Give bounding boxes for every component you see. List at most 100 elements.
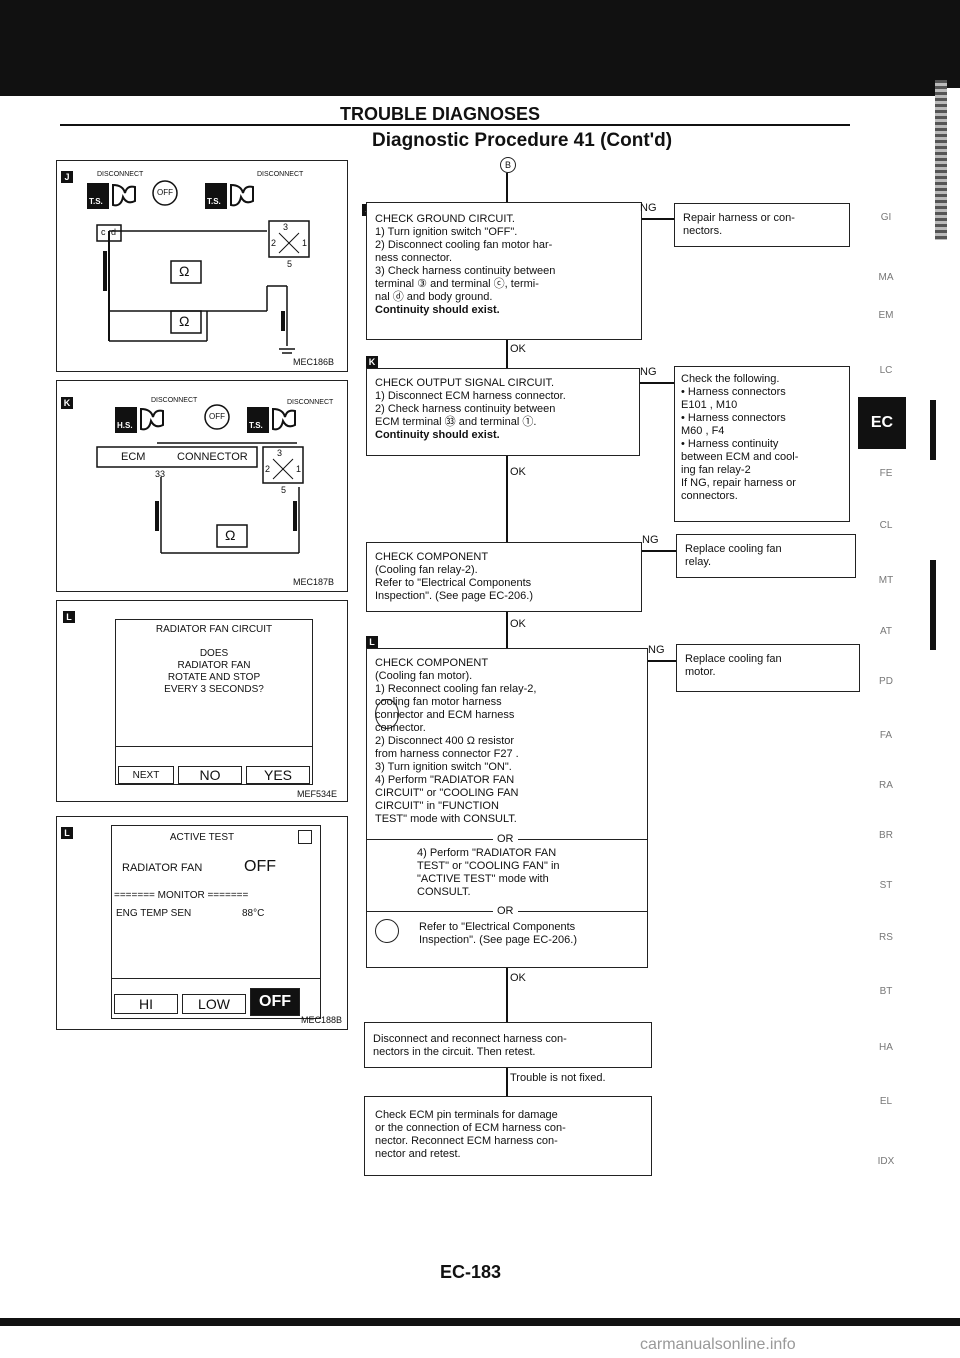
ng-action: Check the following. • Harness connector… — [681, 373, 799, 502]
pin-label: 1 — [302, 238, 308, 248]
screen-question: DOES RADIATOR FAN ROTATE AND STOP EVERY … — [164, 648, 264, 695]
ok-label: OK — [510, 618, 526, 630]
pin-label: 1 — [296, 464, 302, 474]
low-button[interactable]: LOW — [182, 994, 246, 1014]
flow-line — [506, 456, 508, 542]
flow-line — [506, 1068, 508, 1096]
ng-label: NG — [640, 366, 657, 378]
figure-code: MEC187B — [293, 577, 335, 587]
step-tag: L — [366, 636, 378, 648]
sidebar-item-st[interactable]: ST — [879, 880, 893, 891]
sensor-value: 88°C — [242, 908, 265, 919]
replace-relay-box: Replace cooling fan relay. — [676, 534, 856, 578]
disconnect-label: DISCONNECT — [257, 171, 304, 178]
sidebar-item-em[interactable]: EM — [878, 310, 894, 321]
ng-action: Repair harness or con- nectors. — [683, 212, 795, 237]
flow-line — [506, 968, 508, 1022]
fan-label: RADIATOR FAN — [122, 862, 203, 874]
ng-label: NG — [642, 534, 659, 546]
panel-j-wiring: J DISCONNECT DISCONNECT T.S. T.S. OFF c … — [56, 160, 348, 372]
sidebar-item-pd[interactable]: PD — [879, 676, 893, 687]
ts-label: T.S. — [207, 197, 221, 206]
or-label: OR — [493, 833, 518, 846]
top-bar — [0, 0, 960, 88]
alt-step: Refer to "Electrical Components Inspecti… — [419, 921, 577, 946]
off-button[interactable]: OFF — [250, 988, 300, 1016]
ok-label: OK — [510, 466, 526, 478]
or-label: OR — [493, 905, 518, 918]
panel-tag: K — [61, 397, 73, 409]
sidebar-item-ra[interactable]: RA — [879, 780, 893, 791]
ng-arrow — [642, 218, 674, 220]
checkbox[interactable] — [298, 830, 312, 844]
edge-stripe — [930, 400, 936, 460]
reconnect-box: Disconnect and reconnect harness con- ne… — [364, 1022, 652, 1068]
hs-label: H.S. — [117, 421, 133, 430]
step-result: Continuity should exist. — [375, 429, 500, 441]
panel-tag: L — [61, 827, 73, 839]
step-text: Check ECM pin terminals for damage or th… — [375, 1109, 566, 1160]
no-button[interactable]: NO — [178, 766, 242, 784]
panel-tag: L — [63, 611, 75, 623]
sidebar-item-ma[interactable]: MA — [878, 272, 894, 283]
ng-arrow — [640, 382, 674, 384]
step-result: Continuity should exist. — [375, 304, 500, 316]
ohm-symbol: Ω — [179, 263, 190, 279]
sidebar-item-rs[interactable]: RS — [879, 932, 893, 943]
sidebar-item-lc[interactable]: LC — [879, 365, 893, 376]
not-fixed-label: Trouble is not fixed. — [510, 1072, 606, 1084]
ok-label: OK — [510, 972, 526, 984]
ts-label: T.S. — [89, 197, 103, 206]
panel-l-consult-active-test: L ACTIVE TEST RADIATOR FAN OFF ======= M… — [56, 816, 348, 1030]
screen-divider — [116, 746, 312, 747]
page-title: TROUBLE DIAGNOSES — [340, 104, 541, 124]
bottom-bar — [0, 1318, 960, 1326]
sidebar-item-mt[interactable]: MT — [878, 575, 894, 586]
sidebar-item-cl[interactable]: CL — [879, 520, 893, 531]
ng-action: Replace cooling fan motor. — [685, 653, 782, 678]
next-button[interactable]: NEXT — [118, 766, 174, 784]
check-ground-circuit-box: CHECK GROUND CIRCUIT. 1) Turn ignition s… — [366, 202, 642, 340]
edge-stripe — [930, 560, 936, 650]
sidebar-item-at[interactable]: AT — [879, 626, 893, 637]
sidebar-item-el[interactable]: EL — [879, 1096, 893, 1107]
sidebar-item-bt[interactable]: BT — [879, 986, 893, 997]
hi-button[interactable]: HI — [114, 994, 178, 1014]
sidebar-item-idx[interactable]: IDX — [877, 1156, 895, 1167]
sidebar-item-fe[interactable]: FE — [879, 468, 893, 479]
figure-code: MEC188B — [301, 1015, 343, 1025]
repair-harness-box: Repair harness or con- nectors. — [674, 203, 850, 247]
connector-label: CONNECTOR — [177, 451, 248, 463]
check-component-motor-box: CHECK COMPONENT (Cooling fan motor). 1) … — [366, 648, 648, 968]
yes-button[interactable]: YES — [246, 766, 310, 784]
connector-marker: B — [500, 157, 516, 173]
alt-step: 4) Perform "RADIATOR FAN TEST" or "COOLI… — [417, 847, 560, 898]
sidebar-item-br[interactable]: BR — [879, 830, 893, 841]
ng-arrow — [648, 660, 676, 662]
scan-edge — [935, 80, 947, 240]
ohm-symbol: Ω — [179, 313, 190, 329]
flow-line — [506, 173, 508, 203]
disconnect-label: DISCONNECT — [287, 399, 334, 406]
sensor-label: ENG TEMP SEN — [116, 908, 192, 919]
pin-label: 3 — [277, 448, 283, 458]
sidebar-item-active[interactable]: EC — [858, 397, 906, 449]
terminal-label: 33 — [155, 469, 166, 479]
ng-label: NG — [640, 202, 657, 214]
pin-label: 2 — [265, 464, 271, 474]
disconnect-label: DISCONNECT — [151, 397, 198, 404]
page-subtitle: Diagnostic Procedure 41 (Cont'd) — [372, 130, 673, 151]
figure-code: MEC186B — [293, 357, 335, 367]
ts-label: T.S. — [249, 421, 263, 430]
flow-line — [506, 340, 508, 368]
sidebar-item-fa[interactable]: FA — [879, 730, 893, 741]
pin-label: 2 — [271, 238, 277, 248]
screen-title: ACTIVE TEST — [169, 832, 235, 843]
ok-label: OK — [510, 343, 526, 355]
consult-screen: RADIATOR FAN CIRCUIT DOES RADIATOR FAN R… — [115, 619, 313, 785]
sidebar-item-ha[interactable]: HA — [879, 1042, 893, 1053]
step-text: CHECK GROUND CIRCUIT. 1) Turn ignition s… — [375, 213, 556, 303]
monitor-header: ======= MONITOR ======= — [114, 890, 249, 901]
sidebar-item-gi[interactable]: GI — [880, 212, 892, 223]
step-tag: K — [366, 356, 378, 368]
